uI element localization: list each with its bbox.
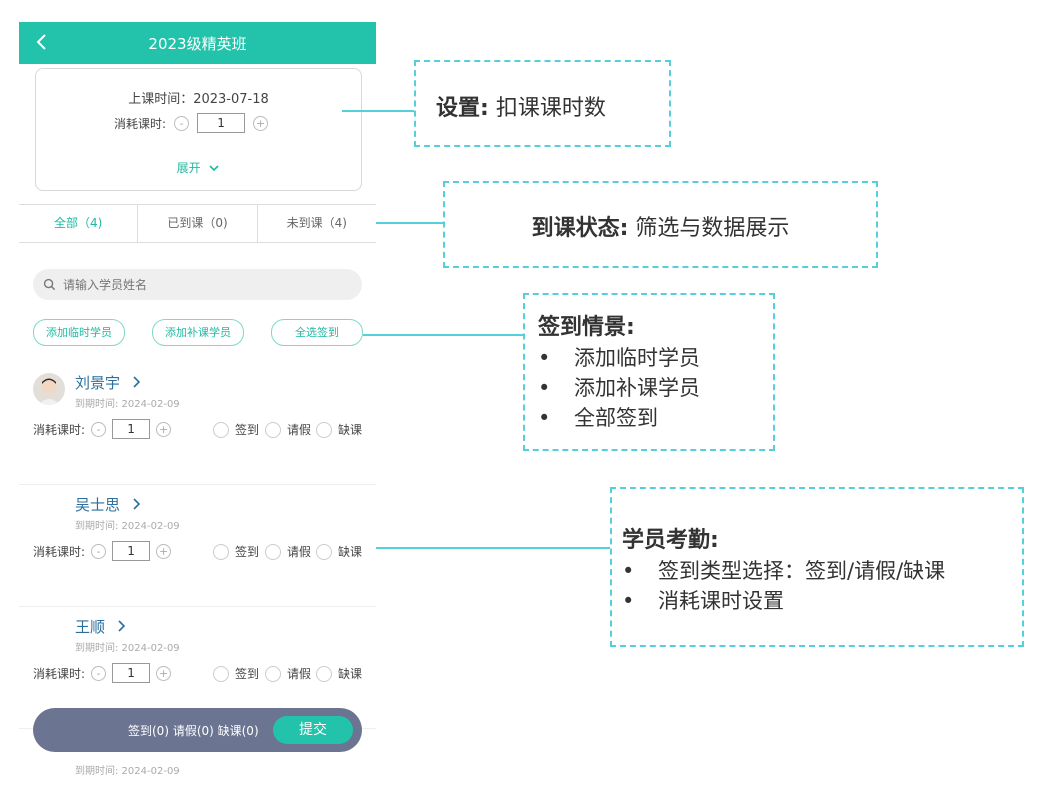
consume-hours-input[interactable]: 1 <box>197 113 246 133</box>
consume-hours-row: 消耗课时: - 1 + <box>114 113 269 133</box>
radio-leave[interactable]: 请假 <box>265 665 311 682</box>
tab-absent[interactable]: 未到课（4) <box>286 216 347 230</box>
bottom-action-bar: 签到(0) 请假(0) 缺课(0) 提交 <box>33 708 362 752</box>
student-consume-row: 消耗课时: - 1 + <box>33 541 172 561</box>
student-name[interactable]: 吴士思 <box>75 494 141 515</box>
callout-item: •添加补课学员 <box>538 376 700 400</box>
student-name[interactable]: 刘景宇 <box>75 372 141 393</box>
callout-title: 签到情景: <box>538 315 635 340</box>
callout-item: •添加临时学员 <box>538 346 700 370</box>
tab-all[interactable]: 全部（4) <box>19 205 139 242</box>
callout-title: 到课状态: <box>531 216 629 241</box>
phone-screen: 2023级精英班 上课时间：2023-07-18 消耗课时: - 1 + 展开 … <box>19 22 376 791</box>
plus-button[interactable]: + <box>253 115 269 131</box>
radio-absent[interactable]: 缺课 <box>316 421 362 438</box>
radio-signin[interactable]: 签到 <box>213 421 259 438</box>
app-header: 2023级精英班 <box>19 22 376 64</box>
radio-signin[interactable]: 签到 <box>213 543 259 560</box>
attendance-tabs: 全部（4) 已到课（0) 未到课（4) <box>19 204 376 243</box>
radio-absent[interactable]: 缺课 <box>316 665 362 682</box>
submit-button[interactable]: 提交 <box>273 716 353 744</box>
expand-button[interactable]: 展开 <box>36 159 361 176</box>
tab-attended[interactable]: 已到课（0) <box>138 205 258 242</box>
callout-status: 到课状态: 筛选与数据展示 <box>443 181 878 268</box>
student-consume-input[interactable]: 1 <box>112 663 151 683</box>
student-consume-row: 消耗课时: - 1 + <box>33 663 172 683</box>
student-consume-input[interactable]: 1 <box>112 419 151 439</box>
minus-button[interactable]: - <box>91 665 107 681</box>
chevron-down-icon <box>209 165 219 172</box>
add-temp-student-button[interactable]: 添加临时学员 <box>33 319 125 346</box>
chevron-right-icon <box>133 376 140 388</box>
lesson-time: 上课时间：2023-07-18 <box>128 92 269 107</box>
minus-button[interactable]: - <box>174 115 190 131</box>
radio-leave[interactable]: 请假 <box>265 543 311 560</box>
chevron-right-icon <box>133 498 140 510</box>
attendance-summary: 签到(0) 请假(0) 缺课(0) <box>128 724 259 738</box>
callout-item: •消耗课时设置 <box>622 589 784 613</box>
connector-line <box>376 547 611 549</box>
search-bar <box>33 269 362 300</box>
connector-line <box>376 222 443 224</box>
callout-title: 学员考勤: <box>622 528 719 553</box>
callout-attendance: 学员考勤: •签到类型选择：签到/请假/缺课 •消耗课时设置 <box>610 487 1024 647</box>
connector-line <box>363 334 524 336</box>
connector-line <box>342 110 415 112</box>
student-expiry: 到期时间: 2024-02-09 <box>75 766 180 777</box>
select-all-signin-button[interactable]: 全选签到 <box>271 319 363 346</box>
plus-button[interactable]: + <box>156 665 172 681</box>
minus-button[interactable]: - <box>91 543 107 559</box>
callout-signin: 签到情景: •添加临时学员 •添加补课学员 •全部签到 <box>523 293 775 451</box>
student-item: 吴士思 到期时间: 2024-02-09 消耗课时: - 1 + 签到 请假 缺… <box>19 484 376 607</box>
student-item: 刘景宇 到期时间: 2024-02-09 消耗课时: - 1 + 签到 请假 缺… <box>19 362 376 485</box>
student-item: 王顺 到期时间: 2024-02-09 消耗课时: - 1 + 签到 请假 缺课 <box>19 606 376 729</box>
avatar <box>33 373 65 405</box>
plus-button[interactable]: + <box>156 421 172 437</box>
student-expiry: 到期时间: 2024-02-09 <box>75 521 180 532</box>
student-expiry: 到期时间: 2024-02-09 <box>75 643 180 654</box>
callout-desc: 扣课课时数 <box>495 96 606 121</box>
callout-item: •全部签到 <box>538 406 658 430</box>
search-icon <box>43 278 56 291</box>
student-expiry: 到期时间: 2024-02-09 <box>75 399 180 410</box>
chevron-right-icon <box>118 620 125 632</box>
student-name[interactable]: 王顺 <box>75 616 126 637</box>
plus-button[interactable]: + <box>156 543 172 559</box>
add-makeup-student-button[interactable]: 添加补课学员 <box>152 319 244 346</box>
page-title: 2023级精英班 <box>148 35 247 53</box>
radio-signin[interactable]: 签到 <box>213 665 259 682</box>
student-consume-input[interactable]: 1 <box>112 541 151 561</box>
callout-desc: 筛选与数据展示 <box>635 216 790 241</box>
callout-settings: 设置: 扣课课时数 <box>414 60 671 147</box>
callout-title: 设置: <box>436 96 489 121</box>
callout-item: •签到类型选择：签到/请假/缺课 <box>622 559 946 583</box>
lesson-settings-card: 上课时间：2023-07-18 消耗课时: - 1 + 展开 <box>35 68 362 191</box>
radio-absent[interactable]: 缺课 <box>316 543 362 560</box>
radio-leave[interactable]: 请假 <box>265 421 311 438</box>
back-icon[interactable] <box>33 32 53 52</box>
student-consume-row: 消耗课时: - 1 + <box>33 419 172 439</box>
minus-button[interactable]: - <box>91 421 107 437</box>
search-input[interactable] <box>61 276 345 293</box>
